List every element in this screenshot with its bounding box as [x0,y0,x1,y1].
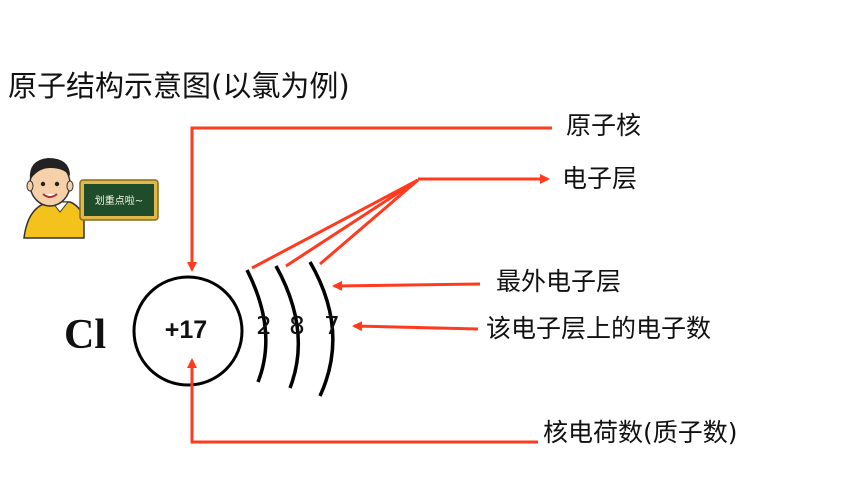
chalkboard-text: 划重点啦~ [95,194,143,207]
nucleus-arrow [187,126,552,272]
chalkboard: 划重点啦~ [79,179,159,221]
label-outermost-shell: 最外电子层 [496,267,622,296]
label-nucleus: 原子核 [566,111,642,140]
shell-pointer-line-3 [319,178,419,266]
outermost-shell-arrow [332,280,481,291]
shell-1-electron-count: 2 [256,311,272,340]
label-nuclear-charge: 核电荷数(质子数) [543,418,738,447]
shell-2-electron-count: 8 [289,311,305,340]
shell-pointer-line-2 [285,178,419,268]
label-electrons-in-shell: 该电子层上的电子数 [486,314,712,343]
nucleus-circle [132,275,244,387]
page-title: 原子结构示意图(以氯为例) [8,69,350,103]
electron-shell-arc-3 [308,261,335,397]
electron-count-arrow [352,321,479,332]
electron-shell-arc-2 [274,265,301,389]
label-electron-shell: 电子层 [562,164,638,193]
electron-shell-arc-1 [245,269,268,383]
nucleus-charge: +17 [164,316,208,344]
shell-pointer-line-1 [251,178,419,270]
nuclear-charge-arrow [187,358,538,444]
shell-3-electron-count: 7 [324,311,340,340]
element-symbol: Cl [64,312,106,358]
